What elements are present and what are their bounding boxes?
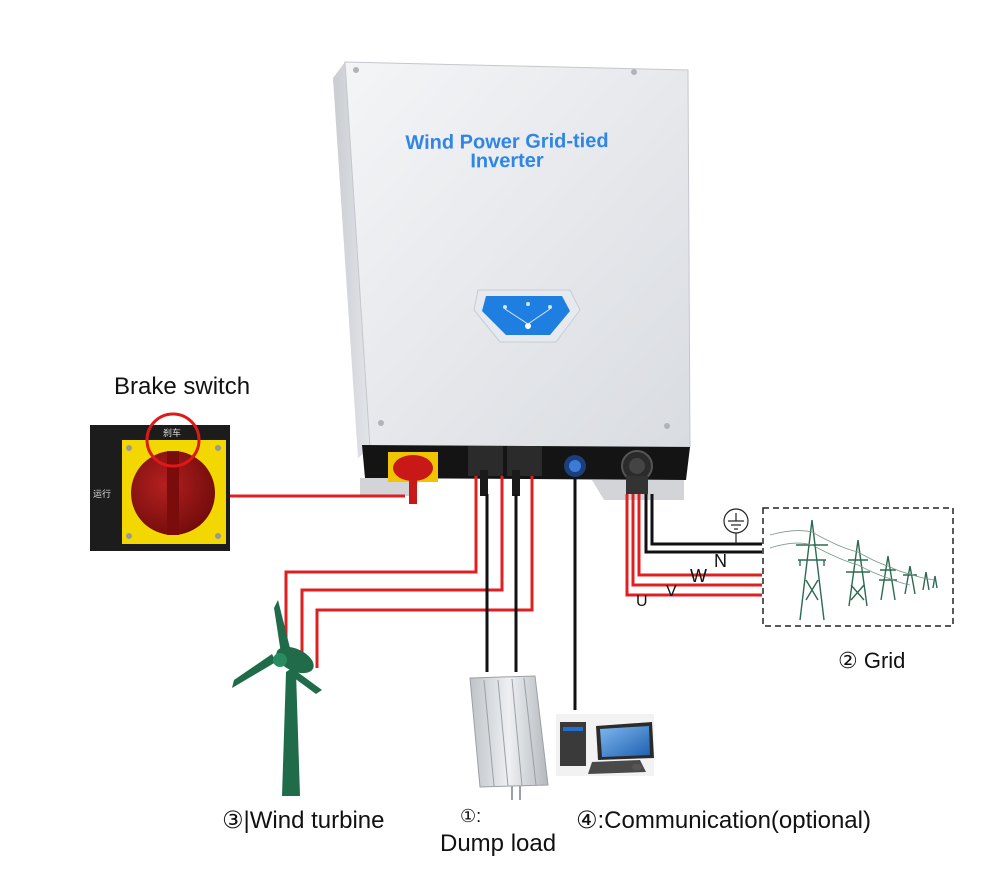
grid-label: ② Grid [838,648,906,673]
communication-port [564,455,586,477]
inverter-brake-knob [388,452,438,504]
grid-wire-N [644,494,762,554]
led-icon [526,302,530,306]
wind-turbine-label: ③|Wind turbine [222,807,385,834]
screw-icon [664,423,670,429]
dump-load-label: Dump load [440,830,557,857]
screw-icon [353,67,359,73]
inverter-title: Wind Power Grid-tied Inverter [372,130,642,173]
turbine-wire-2 [300,476,504,660]
screw-icon [126,533,132,539]
grid-wire-W [637,494,762,577]
communication-label: ④:Communication(optional) [576,807,871,834]
screw-icon [126,445,132,451]
inverter [333,61,691,504]
transmission-towers-icon [769,519,938,621]
screw-icon [631,69,637,75]
phase-label-W: W [690,566,707,586]
grid-dashed-border [762,507,954,627]
turbine-wire-3 [315,476,534,668]
screw-icon [215,533,221,539]
phase-label-U: U [636,593,648,610]
computer-icon [556,714,654,776]
grid-box [723,507,954,627]
grid-wire-V [631,494,762,587]
wind-turbine-icon [232,600,322,796]
ground-icon [723,508,749,544]
dump-load-icon [469,675,549,800]
led-icon [503,305,507,309]
phase-label-N: N [714,551,727,571]
led-icon [548,305,552,309]
ac-output-port [621,450,653,494]
inverter-front-face [344,61,691,449]
turbine-connectors [468,446,542,496]
brake-switch-title: Brake switch [114,373,251,400]
brake-cn-top: 刹车 [163,427,181,439]
highlight-circle [145,412,201,468]
inverter-side-panel [333,62,370,458]
brake-cn-left: 运行 [93,488,111,500]
knob-handle [167,451,179,535]
grid-wire-PE [650,494,762,546]
wiring [230,476,762,710]
grid-wire-U [625,494,762,597]
phase-label-V: V [666,583,677,600]
mount-bracket [360,478,420,496]
brake-switch [90,412,230,551]
led-icon [525,323,531,329]
status-indicator-panel [473,289,581,343]
dump-load-number: ①: [460,806,482,826]
screw-icon [215,445,221,451]
turbine-wire-1 [284,476,478,660]
screw-icon [378,420,384,426]
